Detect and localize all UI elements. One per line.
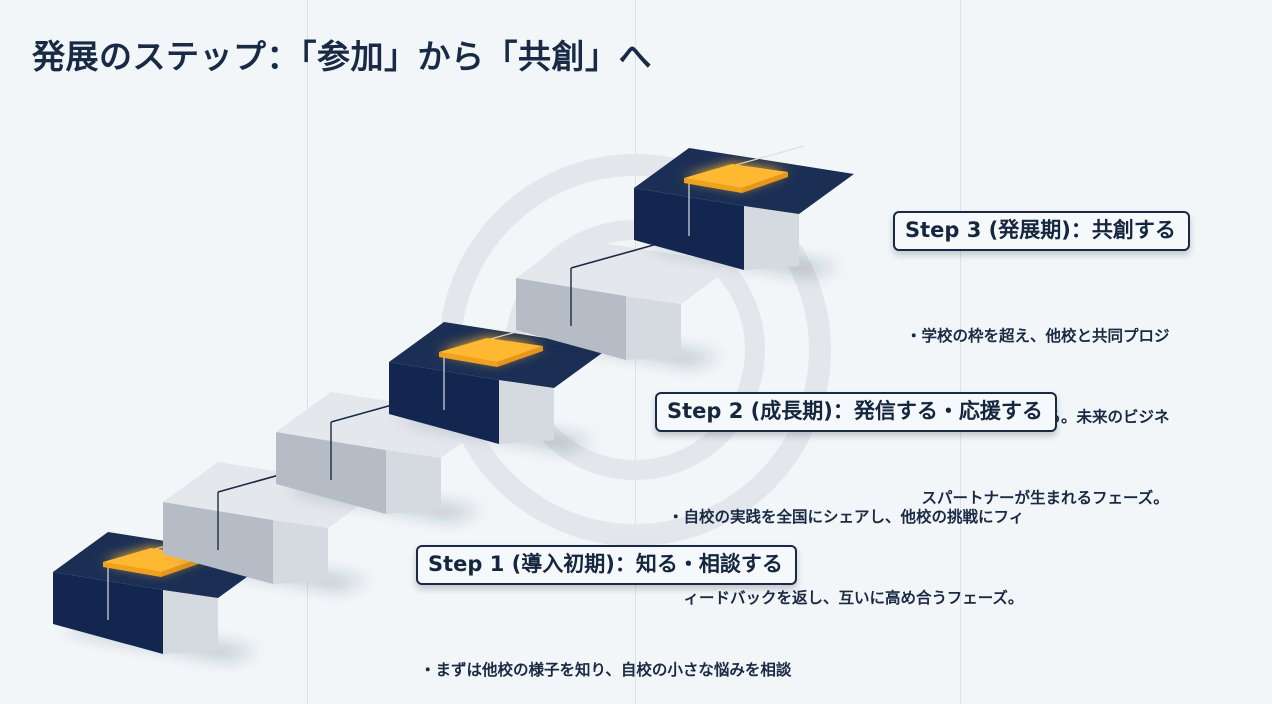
highlight-tile-edge [497,346,543,367]
stair-block [516,235,736,366]
step-1-label: Step 1 (導入初期)：知る・相談する [416,545,797,585]
block-top-face [276,392,496,458]
highlight-tile-edge [684,178,742,193]
stair-block [276,389,496,520]
step-2-highlight-tile [439,338,543,362]
step-3-block [634,145,854,276]
block-front-face [163,590,218,654]
step-2-block [389,319,609,450]
blocks-layer [53,145,854,660]
grid-line [307,0,308,704]
step-2-description: ・自校の実践を全国にシェアし、他校の挑戦にフィ ィードバックを返し、互いに高め合… [668,450,1024,639]
block-front-face [386,450,441,514]
step-3-label: Step 3 (発展期)：共創する [893,211,1190,251]
block-front-face [499,380,554,444]
description-line: ・まずは他校の様子を知り、自校の小さな悩みを相談 [420,661,792,679]
block-front-face [273,520,328,584]
highlight-tile-edge [439,352,497,367]
description-line: スパートナーが生まれるフェーズ。 [906,489,1169,507]
step-3-highlight-tile [684,164,788,188]
step-2-label: Step 2 (成長期)：発信する・応援する [655,392,1057,432]
step-1-description: ・まずは他校の様子を知り、自校の小さな悩みを相談 し、安心感を得るフェーズ。 [420,603,791,704]
page-title: 発展のステップ：「参加」から「共創」へ [32,37,652,76]
grid-line [960,0,961,704]
block-front-face [626,296,681,360]
description-line: ィードバックを返し、互いに高め合うフェーズ。 [668,589,1024,607]
block-top-face [516,238,736,304]
stair-block [163,459,383,590]
block-top-face [163,462,383,528]
highlight-tile-edge [742,172,788,193]
description-line: ・自校の実践を全国にシェアし、他校の挑戦にフィ [668,508,1025,526]
highlight-tile-edge [103,562,161,577]
description-line: ・学校の枠を超え、他校と共同プロジ [906,327,1170,345]
block-front-face [744,206,799,270]
